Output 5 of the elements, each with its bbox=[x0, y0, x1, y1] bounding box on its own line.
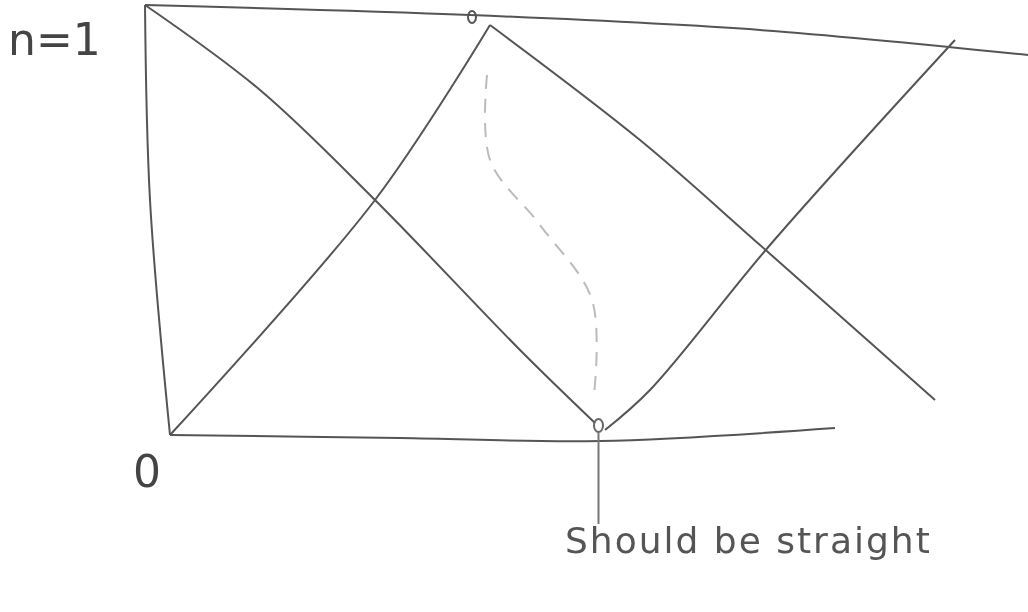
handwritten-label: n=1 bbox=[8, 18, 101, 62]
handwritten-label: 0 bbox=[133, 450, 161, 494]
annotation-text: Should be straight bbox=[565, 520, 932, 561]
small-circle bbox=[593, 418, 604, 433]
leader-line bbox=[597, 432, 600, 525]
